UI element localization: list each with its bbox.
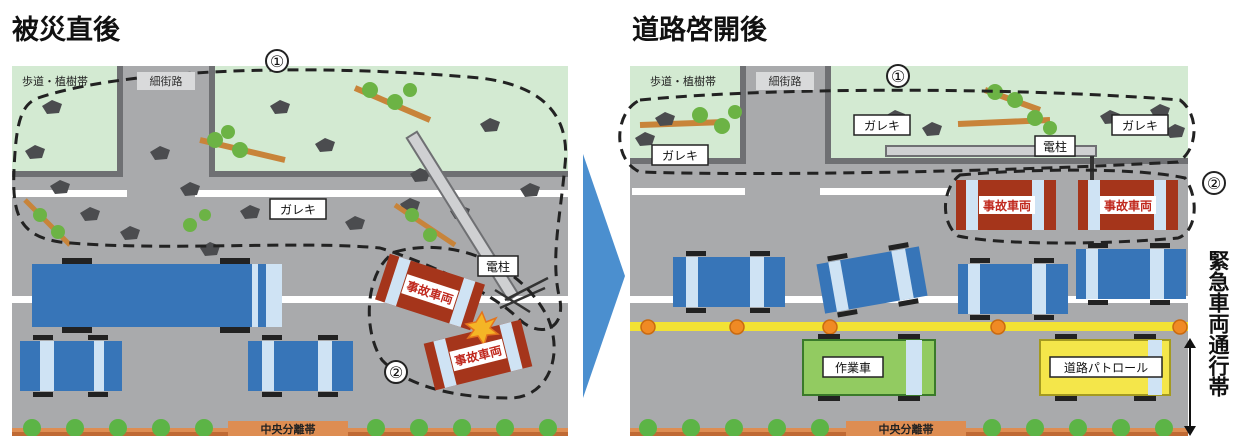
right-debris-label-3: ガレキ: [1122, 119, 1158, 133]
left-panel: [12, 66, 568, 436]
left-marker-2: ②: [389, 363, 403, 382]
right-street-label: 細街路: [769, 74, 802, 88]
emergency-lane-label: 緊急車両通行帯: [1206, 250, 1230, 397]
lane-span-arrow-icon: [1184, 338, 1196, 436]
left-median-label: 中央分離帯: [261, 422, 316, 436]
right-accident-label-1: 事故車両: [983, 198, 1031, 213]
transition-arrow-icon: [583, 154, 625, 398]
right-accident-label-2: 事故車両: [1104, 198, 1152, 213]
work-vehicle-label: 作業車: [835, 361, 871, 375]
left-pole-label: 電柱: [486, 259, 510, 274]
left-sidewalk-label: 歩道・植樹帯: [22, 74, 88, 88]
right-debris-label-1: ガレキ: [662, 149, 698, 163]
right-marker-2: ②: [1207, 174, 1221, 193]
left-marker-1: ①: [270, 52, 284, 71]
right-median-label: 中央分離帯: [879, 422, 934, 436]
right-pole-label: 電柱: [1043, 139, 1067, 154]
right-marker-1: ①: [891, 67, 905, 86]
right-sidewalk-label: 歩道・植樹帯: [650, 74, 716, 88]
right-panel-title: 道路啓開後: [632, 15, 767, 46]
patrol-vehicle-label: 道路パトロール: [1064, 360, 1148, 375]
left-debris-label: ガレキ: [280, 203, 316, 217]
right-debris-label-2: ガレキ: [864, 119, 900, 133]
left-panel-title: 被災直後: [12, 15, 120, 46]
left-street-label: 細街路: [150, 74, 183, 88]
